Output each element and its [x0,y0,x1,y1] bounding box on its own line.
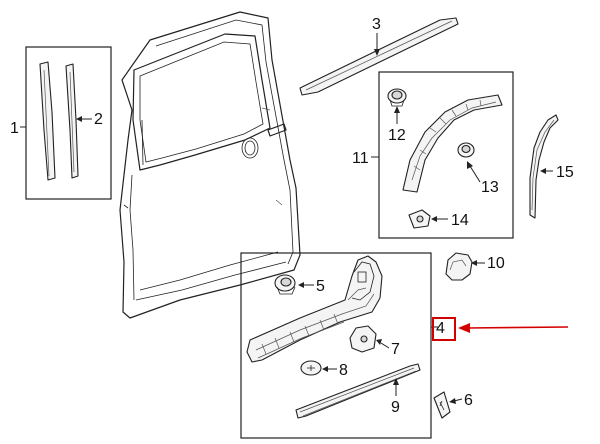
svg-text:1: 1 [10,120,19,137]
part-5-clip [274,274,296,295]
svg-text:13: 13 [481,179,499,196]
svg-text:5: 5 [316,278,325,295]
svg-text:15: 15 [556,164,574,181]
part-11-wheel-molding [402,94,503,193]
callout-12: 12 [388,106,406,144]
callout-11: 11 [352,150,379,167]
callout-3: 3 [372,16,381,56]
part-15-molding [529,114,559,219]
part-12-clip [387,88,407,107]
callout-14: 14 [431,212,469,229]
callout-5: 5 [298,278,325,295]
svg-text:12: 12 [388,127,406,144]
callout-13: 13 [467,161,499,196]
svg-text:2: 2 [94,111,103,128]
box-pillar-trim [25,46,112,200]
part-3-belt-molding [299,17,459,96]
svg-text:11: 11 [352,150,369,167]
svg-text:4: 4 [436,320,445,337]
svg-text:9: 9 [391,399,400,416]
callout-6: 6 [449,392,473,409]
svg-text:7: 7 [391,341,400,358]
callout-10: 10 [471,255,505,272]
rear-door-illustration [119,11,301,319]
part-4-bracket [246,255,383,363]
part-14-clip [408,209,431,229]
part-13-clip [457,142,475,158]
part-7-clip [349,325,377,353]
svg-text:14: 14 [451,212,469,229]
callout-7: 7 [376,339,400,358]
highlight-box [432,317,456,341]
svg-text:6: 6 [464,392,473,409]
callout-15: 15 [540,164,574,181]
highlight-callout-4 [432,317,569,341]
callout-2: 2 [76,111,103,128]
callout-8: 8 [322,362,348,379]
svg-text:8: 8 [339,362,348,379]
part-6-clip [433,391,451,419]
box-wheel-molding [378,71,514,239]
svg-text:10: 10 [487,255,505,272]
part-8-clip [300,360,322,376]
part-9-rocker-molding [295,363,421,419]
part-10-cover [445,252,473,281]
box-lower-molding [240,252,432,439]
part-1-applique [39,61,56,181]
callout-9: 9 [391,378,400,416]
highlight-arrow [467,326,569,329]
callout-1: 1 [10,120,26,137]
svg-text:3: 3 [372,16,381,33]
